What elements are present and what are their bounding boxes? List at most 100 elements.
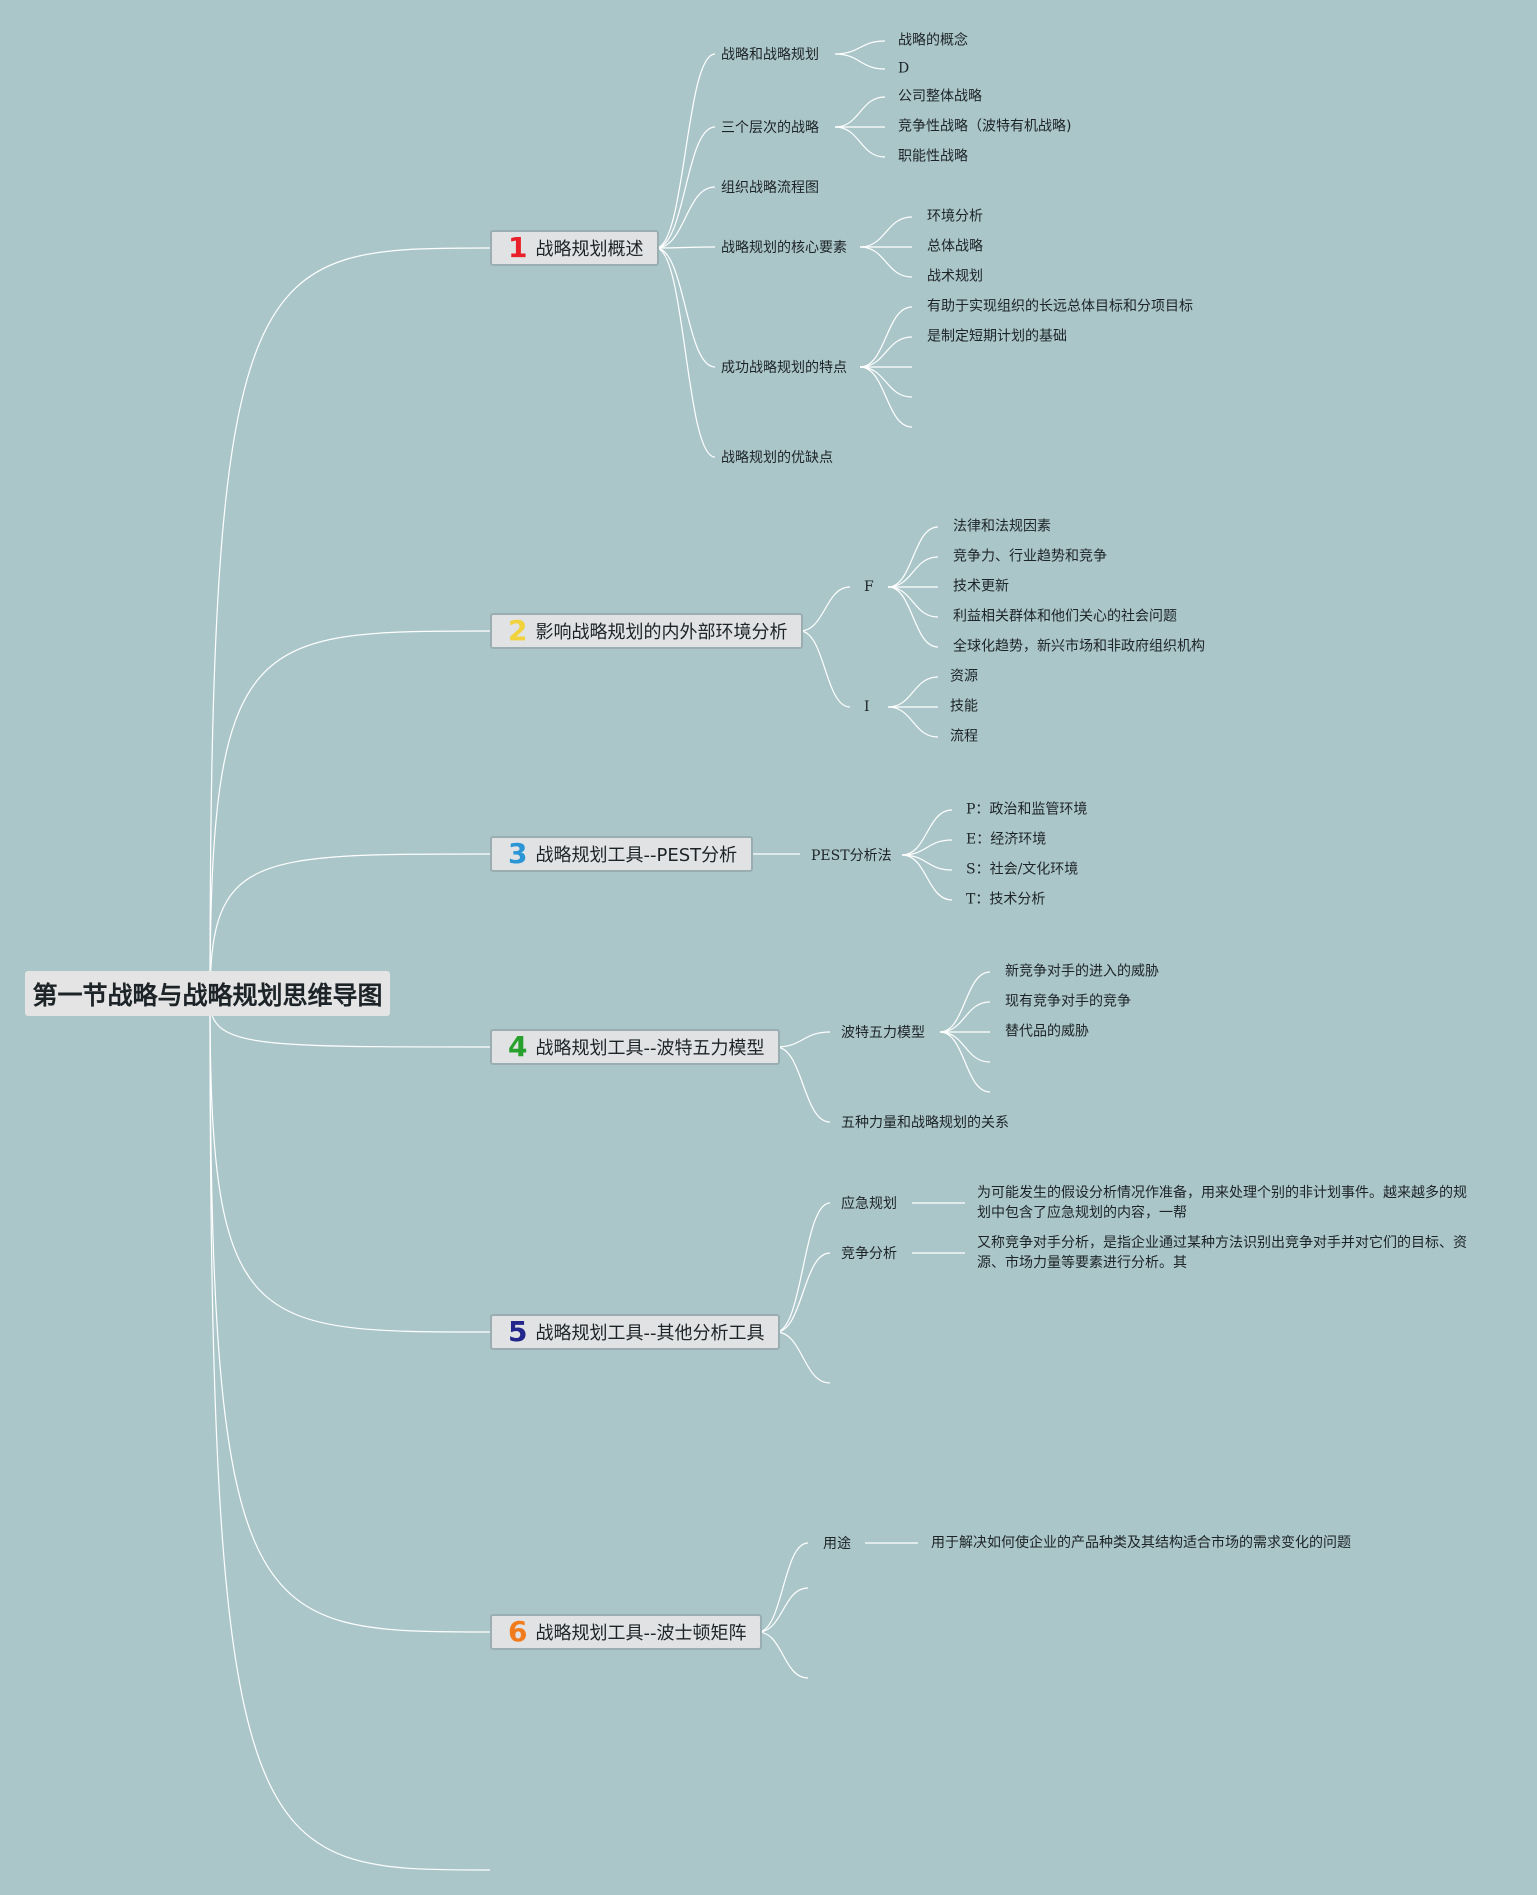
- connector-line: [939, 971, 991, 1033]
- b3-leaf-economic[interactable]: E：经济环境: [966, 831, 1047, 848]
- b3-leaf-political[interactable]: P：政治和监管环境: [966, 801, 1088, 818]
- branch-3-topic[interactable]: 3 战略规划工具--PEST分析: [490, 836, 754, 872]
- b1-leaf-functional[interactable]: 职能性战略: [898, 148, 968, 165]
- branch-4-label: 战略规划工具--波特五力模型: [535, 1038, 765, 1059]
- b1-leaf-environment[interactable]: 环境分析: [927, 208, 983, 225]
- b5-note-competitor[interactable]: 又称竞争对手分析，是指企业通过某种方法识别出竞争对手并对它们的目标、资源、市场力…: [977, 1235, 1467, 1271]
- root-branch-connector: [209, 999, 491, 1048]
- connector-line: [939, 1001, 991, 1033]
- root-branch-connector: [209, 853, 491, 1001]
- connector-line: [799, 630, 851, 708]
- b4-sub-five-forces[interactable]: 波特五力模型: [841, 1025, 925, 1041]
- b1-leaf-d[interactable]: D: [898, 60, 910, 77]
- connector-line: [859, 306, 913, 368]
- connector-line: [655, 247, 716, 368]
- b4-leaf-rivalry[interactable]: 现有竞争对手的竞争: [1005, 993, 1131, 1010]
- b1-sub-strategy-planning[interactable]: 战略和战略规划: [721, 47, 819, 63]
- connector-line: [775, 1331, 831, 1384]
- number-3-icon: 3: [508, 837, 528, 870]
- b2-leaf-stakeholders[interactable]: 利益相关群体和他们关心的社会问题: [953, 608, 1177, 625]
- b2-leaf-tech[interactable]: 技术更新: [953, 578, 1009, 595]
- branch-2-label: 影响战略规划的内外部环境分析: [535, 622, 788, 643]
- b1-leaf-concept[interactable]: 战略的概念: [898, 32, 968, 49]
- root-branch-connector: [209, 999, 491, 1333]
- b6-note-purpose[interactable]: 用于解决如何使企业的产品种类及其结构适合市场的需求变化的问题: [931, 1535, 1351, 1551]
- b4-leaf-substitutes[interactable]: 替代品的威胁: [1005, 1023, 1089, 1040]
- branch-1-topic[interactable]: 1 战略规划概述: [490, 230, 660, 266]
- connector-line: [887, 706, 939, 738]
- connector-line: [887, 586, 939, 618]
- b1-sub-three-levels[interactable]: 三个层次的战略: [721, 120, 819, 136]
- number-2-icon: 2: [508, 614, 528, 647]
- b2-sub-i[interactable]: I: [864, 699, 870, 715]
- connector-line: [887, 676, 939, 708]
- branch-2-topic[interactable]: 2 影响战略规划的内外部环境分析: [490, 613, 804, 649]
- connector-line: [887, 556, 939, 588]
- connector-line: [775, 1046, 831, 1123]
- connector-line: [655, 246, 716, 249]
- connector-line: [757, 1587, 809, 1633]
- root-branch-connector: [209, 999, 491, 1871]
- b2-leaf-globalization[interactable]: 全球化趋势，新兴市场和非政府组织机构: [953, 638, 1205, 655]
- b1-leaf-overall[interactable]: 总体战略: [927, 238, 983, 255]
- branch-4-topic[interactable]: 4 战略规划工具--波特五力模型: [490, 1029, 781, 1065]
- b4-sub-relationship[interactable]: 五种力量和战略规划的关系: [841, 1115, 1009, 1131]
- b1-sub-core-elements[interactable]: 战略规划的核心要素: [721, 240, 847, 256]
- b1-leaf-tactical[interactable]: 战术规划: [927, 268, 983, 285]
- b3-sub-pest[interactable]: PEST分析法: [811, 848, 892, 864]
- connector-line: [901, 854, 953, 901]
- connector-line: [859, 366, 913, 398]
- b1-sub-flowchart[interactable]: 组织战略流程图: [721, 180, 819, 196]
- b6-sub-purpose[interactable]: 用途: [823, 1536, 851, 1552]
- b1-leaf-corporate[interactable]: 公司整体战略: [898, 88, 982, 105]
- number-1-icon: 1: [508, 231, 528, 264]
- connector-line: [834, 40, 886, 55]
- connector-line: [757, 1542, 809, 1633]
- connector-line: [757, 1631, 809, 1679]
- b1-leaf-long-term[interactable]: 有助于实现组织的长远总体目标和分项目标: [927, 298, 1193, 315]
- number-5-icon: 5: [508, 1315, 528, 1348]
- connector-line: [834, 53, 886, 70]
- b1-sub-pros-cons[interactable]: 战略规划的优缺点: [721, 450, 833, 466]
- b2-leaf-skills[interactable]: 技能: [950, 698, 978, 715]
- connector-line: [655, 186, 716, 249]
- b4-leaf-new-entrants[interactable]: 新竞争对手的进入的威胁: [1005, 963, 1159, 980]
- connector-line: [859, 246, 913, 278]
- b5-sub-contingency[interactable]: 应急规划: [841, 1196, 897, 1212]
- branch-6-label: 战略规划工具--波士顿矩阵: [535, 1623, 747, 1644]
- branch-3-label: 战略规划工具--PEST分析: [535, 845, 738, 866]
- connector-line: [939, 1031, 991, 1093]
- root-branch-connector: [209, 630, 491, 1001]
- branch-5-topic[interactable]: 5 战略规划工具--其他分析工具: [490, 1314, 781, 1350]
- connector-line: [834, 126, 886, 158]
- connector-line: [939, 1031, 991, 1063]
- connector-line: [859, 216, 913, 248]
- root-branch-connector: [209, 247, 491, 1001]
- branch-6-topic[interactable]: 6 战略规划工具--波士顿矩阵: [490, 1614, 763, 1650]
- b3-leaf-social[interactable]: S：社会/文化环境: [966, 861, 1079, 878]
- connector-line: [655, 247, 716, 458]
- b2-leaf-law[interactable]: 法律和法规因素: [953, 518, 1051, 535]
- b1-leaf-competitive[interactable]: 竞争性战略（波特有机战略): [898, 118, 1072, 135]
- branch-5-label: 战略规划工具--其他分析工具: [535, 1323, 765, 1344]
- connector-line: [775, 1252, 831, 1333]
- connector-line: [655, 126, 716, 249]
- b1-sub-success-features[interactable]: 成功战略规划的特点: [721, 360, 847, 376]
- root-topic[interactable]: 第一节战略与战略规划思维导图: [25, 971, 390, 1016]
- connector-line: [799, 586, 851, 632]
- connector-line: [834, 96, 886, 128]
- connector-line: [901, 809, 953, 856]
- b1-leaf-short-term[interactable]: 是制定短期计划的基础: [927, 328, 1067, 345]
- b2-leaf-competition[interactable]: 竞争力、行业趋势和竞争: [953, 548, 1107, 565]
- branch-1-label: 战略规划概述: [535, 239, 644, 260]
- b3-leaf-technology[interactable]: T：技术分析: [966, 891, 1046, 908]
- b5-note-contingency[interactable]: 为可能发生的假设分析情况作准备，用来处理个别的非计划事件。越来越多的规划中包含了…: [977, 1185, 1467, 1221]
- connector-line: [859, 366, 913, 428]
- connector-line: [775, 1031, 831, 1048]
- b2-leaf-process[interactable]: 流程: [950, 728, 978, 745]
- b5-sub-competitor[interactable]: 竞争分析: [841, 1246, 897, 1262]
- b2-leaf-resources[interactable]: 资源: [950, 668, 978, 685]
- b2-sub-f[interactable]: F: [864, 579, 874, 595]
- number-6-icon: 6: [508, 1615, 528, 1648]
